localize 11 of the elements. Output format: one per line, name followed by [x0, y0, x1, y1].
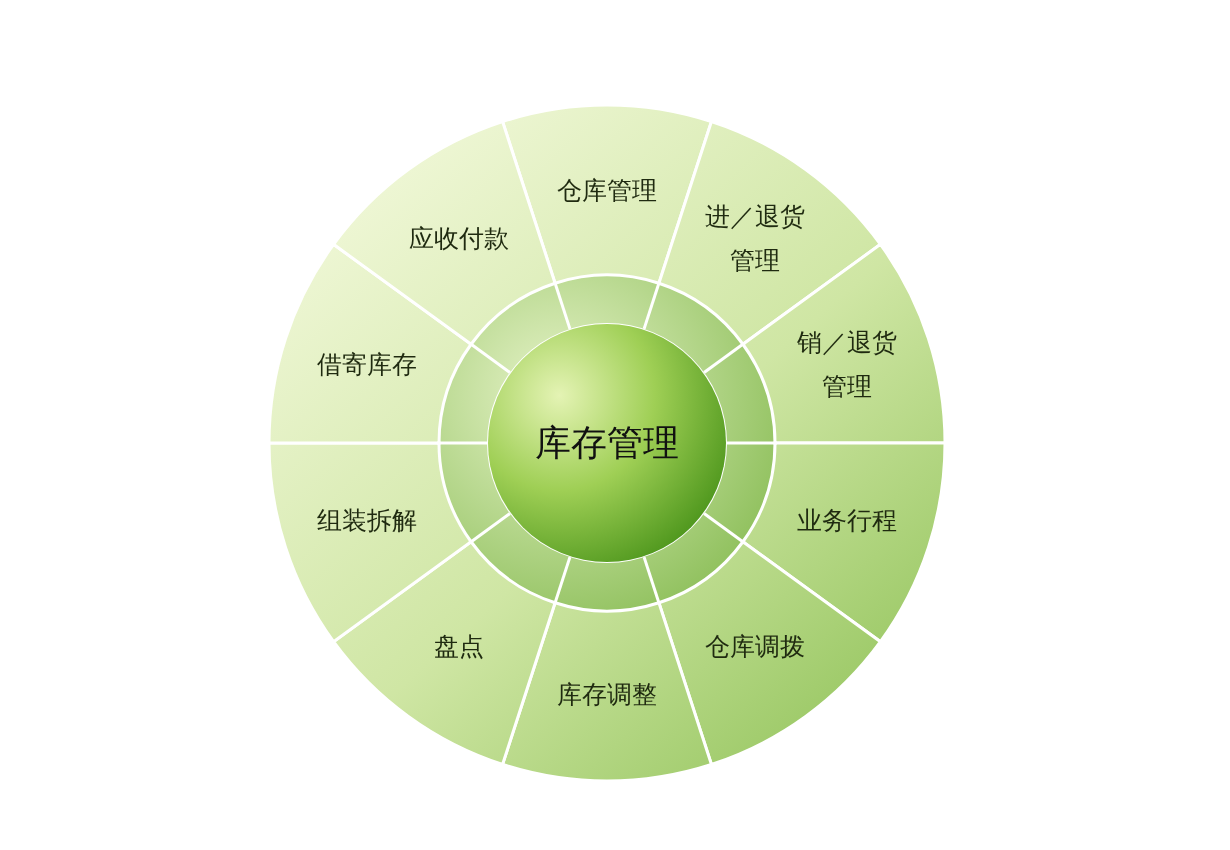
hub-label: 库存管理 — [534, 423, 680, 463]
segment-label: 盘点 — [433, 630, 484, 663]
segment-label: 业务行程 — [796, 504, 897, 537]
segment-label: 应收付款 — [408, 223, 509, 256]
segment-label: 仓库调拨 — [705, 630, 806, 663]
segment-label: 组装拆解 — [317, 504, 418, 537]
segment-label: 进／退货管理 — [704, 201, 807, 278]
segment-label: 库存调整 — [557, 679, 657, 711]
segment-label: 借寄库存 — [317, 349, 418, 382]
segment-label: 仓库管理 — [557, 175, 657, 207]
segment-label: 销／退货管理 — [795, 327, 898, 404]
